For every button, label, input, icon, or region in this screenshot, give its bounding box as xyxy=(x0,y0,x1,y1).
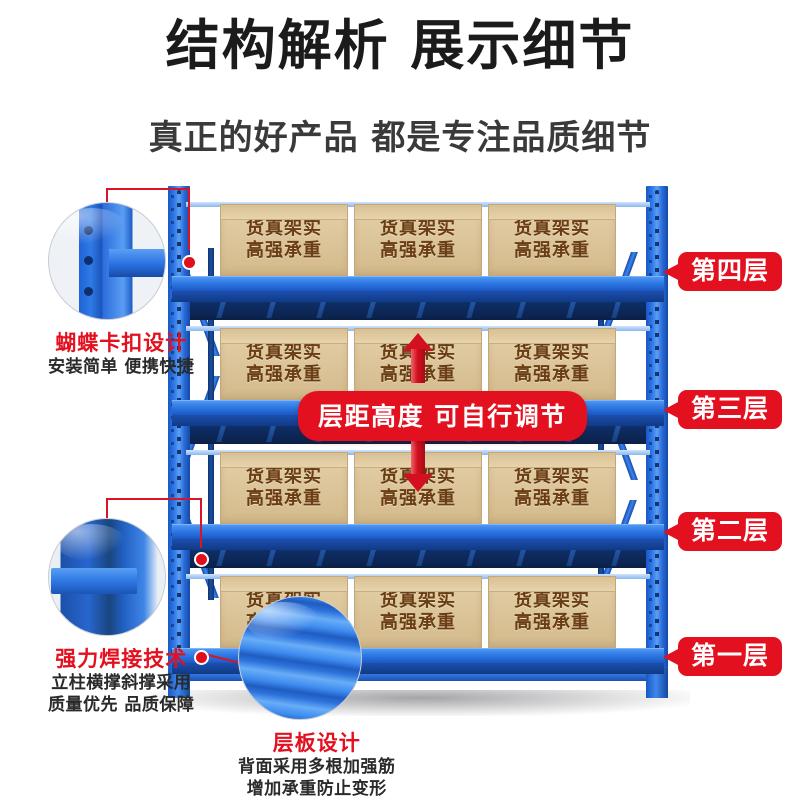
badge-pointer-icon xyxy=(663,522,680,541)
callout-title: 蝴蝶卡扣设计 xyxy=(55,331,188,355)
carton-line-2: 高强承重 xyxy=(246,364,322,385)
callout-butterfly-clip: 蝴蝶卡扣设计 安装简单 便携快捷 xyxy=(48,202,194,379)
level-badge-label: 第二层 xyxy=(691,516,770,545)
carton-line-1: 货真架实 xyxy=(514,590,590,612)
rack-foot-left xyxy=(168,668,190,698)
rack-foot-right xyxy=(646,668,668,698)
callout-line: 背面采用多根加强筋 xyxy=(238,757,396,777)
leader-line xyxy=(106,188,190,190)
upright-column-right xyxy=(646,186,668,668)
leader-line xyxy=(106,498,202,500)
floor-shadow xyxy=(150,690,690,716)
level-badge-3[interactable]: 第三层 xyxy=(663,390,783,429)
hotspot-dot xyxy=(194,552,209,567)
callout-line: 立柱横撑斜撑采用 xyxy=(51,673,192,693)
callout-title: 层板设计 xyxy=(272,731,361,755)
hotspot-dot xyxy=(182,255,197,270)
carton-line-2: 高强承重 xyxy=(380,612,456,633)
carton-line-2: 高强承重 xyxy=(380,240,456,261)
level-badge-1[interactable]: 第一层 xyxy=(663,637,783,676)
perforation-strip xyxy=(655,190,659,664)
carton-line-2: 高强承重 xyxy=(514,612,590,633)
callout-shelf-panel: 层板设计 背面采用多根加强筋 增加承重防止变形 xyxy=(238,596,396,801)
carton-box: 货真架实 高强承重 xyxy=(354,204,482,276)
callout-line: 质量优先 品质保障 xyxy=(48,694,195,715)
carton-line-2: 高强承重 xyxy=(246,488,322,509)
page-subtitle: 真正的好产品 都是专注品质细节 xyxy=(148,118,652,158)
carton-line-1: 货真架实 xyxy=(246,218,322,240)
leader-line xyxy=(106,188,108,210)
carton-box: 货真架实 高强承重 xyxy=(354,576,482,648)
carton-box: 货真架实 高强承重 xyxy=(488,328,616,400)
level-badge-4[interactable]: 第四层 xyxy=(663,252,783,291)
carton-line-1: 货真架实 xyxy=(246,342,322,364)
perforation-strip xyxy=(177,190,181,664)
carton-line-1: 货真架实 xyxy=(380,218,456,240)
badge-pointer-icon xyxy=(663,262,680,281)
leader-line xyxy=(188,188,190,250)
carton-line-2: 高强承重 xyxy=(514,240,590,261)
level-badge-2[interactable]: 第二层 xyxy=(663,512,783,551)
carton-line-1: 货真架实 xyxy=(514,218,590,240)
shelf-beam-4 xyxy=(172,276,664,302)
base-rail xyxy=(182,672,656,681)
detail-bubble-strong-weld xyxy=(48,518,166,636)
carton-line-2: 高强承重 xyxy=(380,488,456,509)
callout-line: 安装简单 便携快捷 xyxy=(48,357,195,377)
carton-box: 货真架实 高强承重 xyxy=(488,452,616,524)
carton-box: 货真架实 高强承重 xyxy=(220,204,348,276)
carton-line-1: 货真架实 xyxy=(246,466,322,488)
carton-line-2: 高强承重 xyxy=(246,240,322,261)
leader-line xyxy=(106,498,108,520)
adjustable-height-banner: 层距高度 可自行调节 xyxy=(298,391,587,441)
carton-box: 货真架实 高强承重 xyxy=(488,576,616,648)
detail-bubble-butterfly-clip xyxy=(48,202,166,320)
carton-box: 货真架实 高强承重 xyxy=(220,328,348,400)
arrow-down-icon xyxy=(403,440,433,492)
carton-line-2: 高强承重 xyxy=(514,488,590,509)
perforation-strip xyxy=(171,195,174,661)
shelf-beam-2 xyxy=(172,524,664,550)
carton-box: 货真架实 高强承重 xyxy=(220,452,348,524)
detail-bubble-shelf-panel xyxy=(238,596,362,720)
carton-line-1: 货真架实 xyxy=(380,590,456,612)
perforation-strip xyxy=(649,195,652,661)
badge-pointer-icon xyxy=(663,400,680,419)
leader-line xyxy=(200,498,202,548)
callout-line: 增加承重防止变形 xyxy=(246,778,387,799)
level-badge-label: 第四层 xyxy=(691,256,770,285)
arrow-up-icon xyxy=(403,333,433,385)
callout-strong-weld: 强力焊接技术 立柱横撑斜撑采用 质量优先 品质保障 xyxy=(48,518,194,717)
carton-line-1: 货真架实 xyxy=(514,342,590,364)
hotspot-dot xyxy=(194,650,209,665)
carton-box: 货真架实 高强承重 xyxy=(488,204,616,276)
carton-line-2: 高强承重 xyxy=(514,364,590,385)
carton-line-1: 货真架实 xyxy=(514,466,590,488)
callout-title: 强力焊接技术 xyxy=(55,647,188,671)
level-badge-label: 第一层 xyxy=(691,641,770,670)
level-badge-label: 第三层 xyxy=(691,394,770,423)
badge-pointer-icon xyxy=(663,647,680,666)
page-title: 结构解析 展示细节 xyxy=(165,14,635,77)
